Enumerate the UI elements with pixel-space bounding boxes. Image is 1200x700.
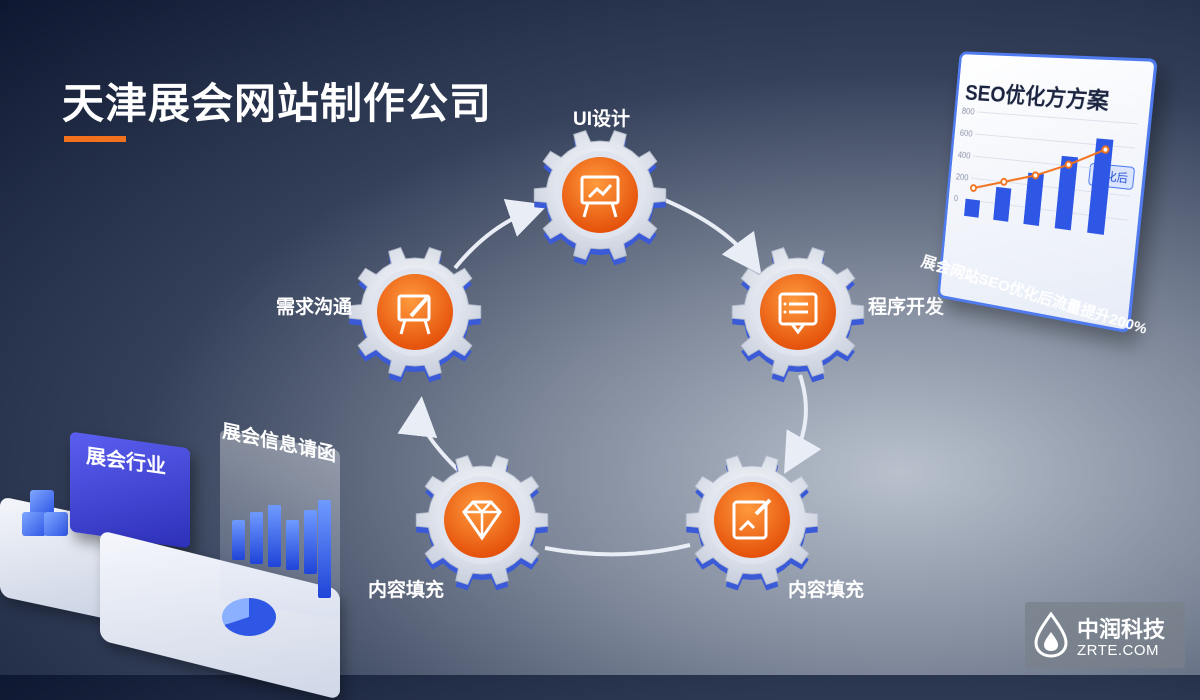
card-bar bbox=[286, 520, 299, 570]
gear-label-dev: 程序开发 bbox=[868, 297, 945, 318]
trend-point bbox=[971, 185, 977, 191]
easel-chart-icon bbox=[580, 175, 620, 218]
logo-domain: ZRTE.COM bbox=[1077, 642, 1160, 659]
pie-decoration bbox=[222, 598, 276, 636]
gear-label-ui: UI设计 bbox=[573, 109, 631, 130]
seo-y-tick: 800 bbox=[961, 106, 975, 117]
process-gear bbox=[348, 246, 482, 383]
seo-bar-chart: 800 600 400 200 0 bbox=[953, 106, 1155, 235]
seo-y-tick: 600 bbox=[959, 127, 973, 138]
arrow-dev-to-fill bbox=[784, 374, 822, 474]
seo-bar bbox=[964, 198, 981, 218]
page-title: 天津展会网站制作公司 bbox=[62, 80, 493, 127]
gear-label-fill-left: 内容填充 bbox=[368, 580, 445, 601]
image-edit-icon bbox=[732, 498, 772, 540]
gear-label-fill-right: 内容填充 bbox=[788, 580, 865, 601]
trend-point bbox=[1102, 146, 1109, 153]
cube-block bbox=[30, 490, 54, 514]
seo-y-tick: 200 bbox=[955, 171, 969, 183]
arrow-need-to-ui bbox=[453, 199, 549, 270]
process-gear bbox=[731, 246, 865, 383]
arrow-ui-to-dev bbox=[659, 196, 762, 275]
seo-bar bbox=[1023, 172, 1044, 227]
easel-brush-icon bbox=[397, 294, 431, 335]
arrow-fill-to-fill bbox=[544, 543, 691, 557]
document-list-icon bbox=[778, 292, 818, 335]
process-gear bbox=[533, 129, 667, 266]
card-bar bbox=[232, 520, 245, 560]
gear-label-need: 需求沟通 bbox=[276, 297, 353, 318]
card-bar bbox=[318, 500, 331, 598]
diamond-icon bbox=[462, 500, 502, 541]
process-gear bbox=[415, 454, 549, 591]
cube-block bbox=[44, 512, 68, 536]
company-logo: 中润科技 ZRTE.COM bbox=[1025, 602, 1185, 668]
seo-trend-points bbox=[971, 135, 1109, 207]
title-underline bbox=[64, 136, 126, 142]
seo-gridline bbox=[977, 112, 1137, 124]
cube-block bbox=[22, 512, 46, 536]
seo-bar bbox=[993, 186, 1012, 222]
process-cycle-diagram bbox=[348, 129, 865, 591]
seo-bar bbox=[1087, 138, 1114, 235]
seo-y-tick: 0 bbox=[953, 193, 958, 204]
trend-point bbox=[1001, 179, 1007, 185]
card-bar bbox=[250, 512, 263, 564]
logo-name: 中润科技 bbox=[1077, 617, 1166, 642]
arrow-fill-to-need bbox=[397, 396, 460, 472]
trend-point bbox=[1032, 172, 1038, 179]
drop-flame-icon bbox=[1034, 612, 1068, 658]
card-bar bbox=[304, 510, 317, 574]
process-gear bbox=[685, 454, 819, 591]
seo-y-tick: 400 bbox=[957, 149, 971, 160]
card-bar bbox=[268, 505, 281, 567]
trend-point bbox=[1065, 161, 1071, 168]
cycle-arrows bbox=[397, 196, 822, 557]
